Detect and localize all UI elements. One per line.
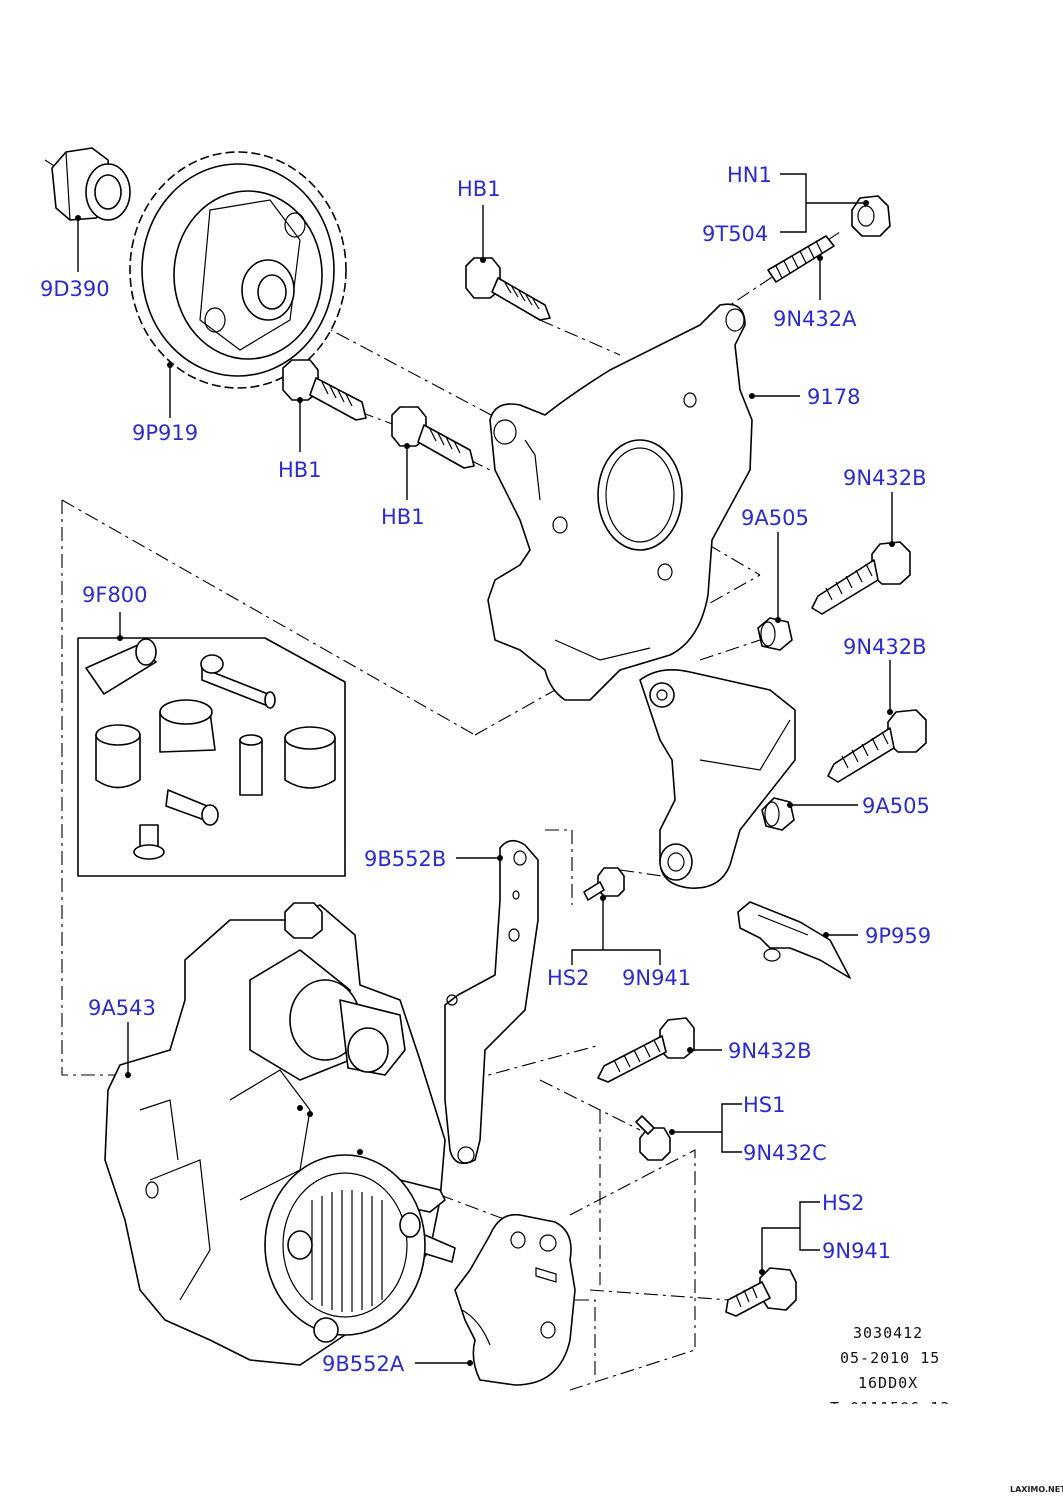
bolt-hs2-9n941-upper	[583, 867, 625, 901]
label-9n432b-2: 9N432B	[843, 635, 927, 659]
label-hs2-upper: HS2	[547, 966, 589, 990]
label-9p919: 9P919	[132, 421, 198, 445]
kit-box-9f800	[77, 637, 346, 877]
label-9n432c: 9N432C	[743, 1141, 827, 1165]
clip-9p959	[737, 901, 851, 979]
label-9a505-1: 9A505	[741, 506, 809, 530]
bolt-hs1-9n432c	[635, 1115, 671, 1161]
label-hs2-lower: HS2	[822, 1191, 864, 1215]
reference-line-1: 3030412	[853, 1324, 923, 1342]
label-9a543: 9A543	[88, 996, 156, 1020]
label-9p959: 9P959	[865, 924, 931, 948]
callout-labels: 9D390 9P919 HB1 HB1 HB1 HN1 9T504 9N432A…	[40, 163, 931, 1376]
bush-9a505-1	[757, 617, 793, 651]
bolt-hs2-9n941-lower	[725, 1267, 797, 1317]
label-9178: 9178	[807, 385, 860, 409]
label-9n432b-3: 9N432B	[728, 1039, 812, 1063]
nut-hn1	[851, 195, 891, 237]
label-9n941-upper: 9N941	[622, 966, 691, 990]
reference-line-3: 16DD0X	[858, 1374, 918, 1392]
flange-nut-9d390	[51, 147, 131, 221]
bracket-9178	[487, 303, 796, 889]
label-9n432b-1: 9N432B	[843, 466, 927, 490]
strap-9b552b	[444, 839, 539, 1165]
reference-block: 3030412 05-2010 15 16DD0X T 0111506 13	[800, 1324, 1000, 1424]
label-hn1: HN1	[727, 163, 772, 187]
bolt-9n432b-3	[597, 1017, 695, 1083]
watermark: LAXIMO.NET	[1010, 1485, 1063, 1494]
label-9t504: 9T504	[702, 222, 768, 246]
bolt-9n432b-1	[811, 541, 911, 615]
label-hb1-mid: HB1	[278, 458, 322, 482]
bracket-9b552a	[454, 1213, 576, 1386]
bush-9a505-2	[761, 797, 795, 831]
label-9a505-2: 9A505	[862, 794, 930, 818]
pump-9a543	[104, 902, 456, 1366]
bolt-hb1-mid	[282, 359, 367, 421]
label-hb1-low: HB1	[381, 505, 425, 529]
label-hs1: HS1	[743, 1093, 785, 1117]
label-9n941-lower: 9N941	[822, 1239, 891, 1263]
bolt-9n432b-2	[827, 709, 927, 783]
label-9d390: 9D390	[40, 277, 110, 301]
label-9b552b: 9B552B	[364, 847, 446, 871]
bolt-hb1-top	[465, 257, 551, 321]
label-9f800: 9F800	[82, 583, 148, 607]
bolt-hb1-low	[391, 406, 475, 469]
stud-9t504	[767, 235, 835, 283]
label-9n432a: 9N432A	[773, 307, 857, 331]
reference-line-2: 05-2010 15	[840, 1349, 940, 1367]
label-hb1-top: HB1	[457, 177, 501, 201]
label-9b552a: 9B552A	[322, 1352, 405, 1376]
leader-lines	[75, 173, 895, 1366]
toothed-gear-9p919	[129, 151, 347, 389]
